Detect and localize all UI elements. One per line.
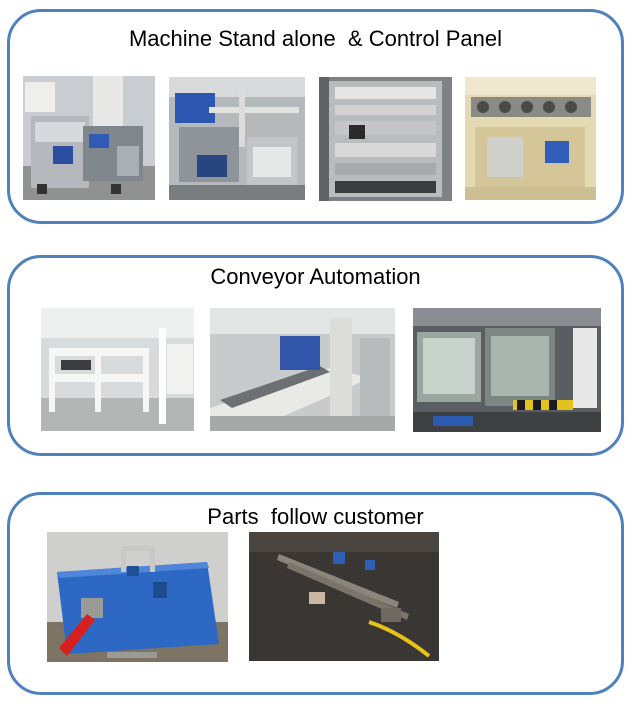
rod-fixture-photo — [249, 532, 439, 661]
conveyor-line-photo — [413, 308, 601, 432]
section-title: Machine Stand alone & Control Panel — [128, 26, 502, 51]
section-title: Conveyor Automation — [210, 264, 421, 289]
control-panel-wiring-photo — [319, 77, 452, 201]
standalone-machine-photo — [23, 76, 155, 200]
control-panel-chain-photo — [465, 77, 596, 200]
conveyor-frame-photo — [41, 308, 194, 431]
machine-motor-tank-photo — [169, 77, 305, 200]
blue-jig-plate-photo — [47, 532, 228, 662]
section-title: Parts follow customer — [207, 504, 424, 529]
conveyor-roller-photo — [210, 308, 395, 431]
